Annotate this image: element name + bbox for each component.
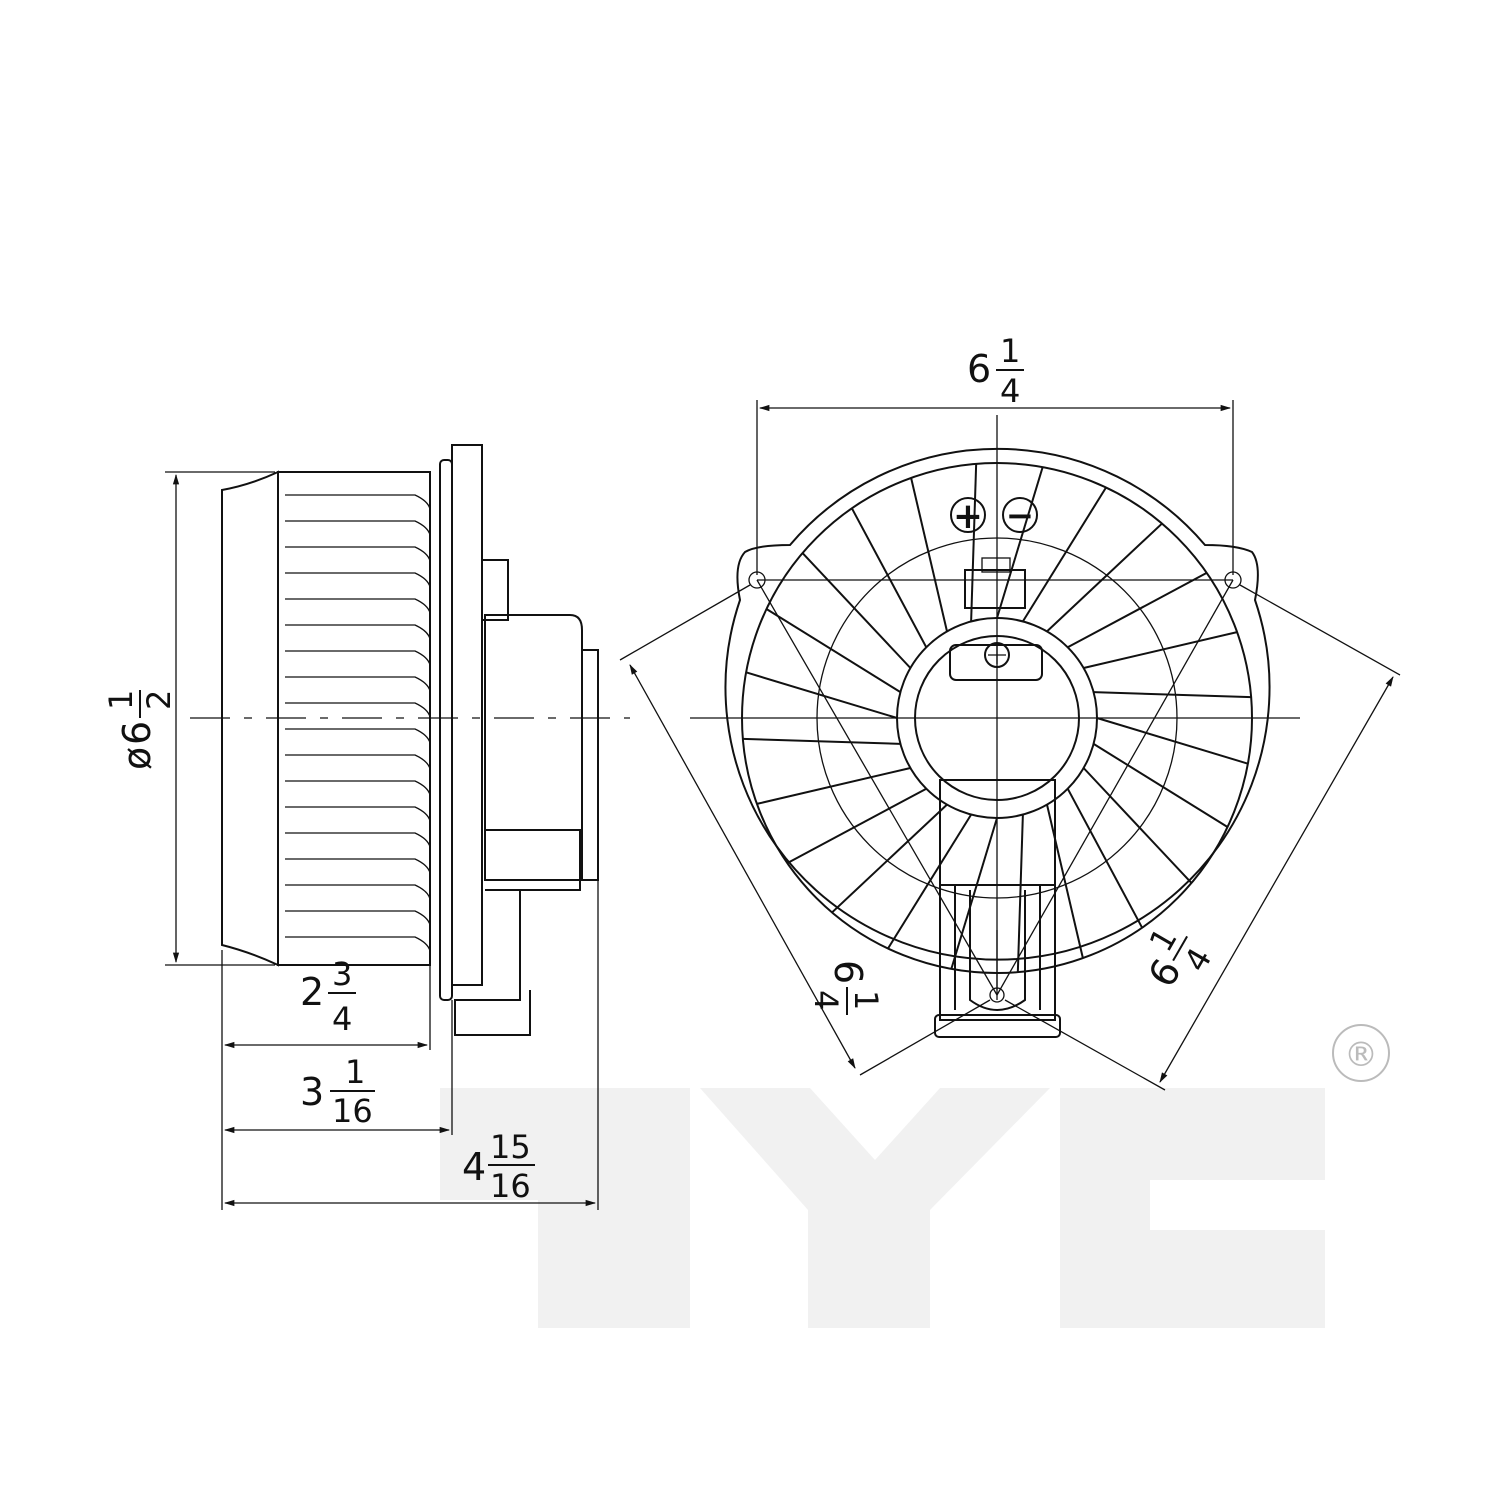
- svg-text:2: 2: [140, 690, 178, 710]
- label-diameter: ø 6 1 2: [102, 690, 178, 770]
- wheel-blade: [1066, 788, 1143, 929]
- label-diag-left: 6 1 4: [807, 960, 885, 1015]
- wheel-blade: [1093, 691, 1252, 699]
- svg-text:16: 16: [490, 1167, 531, 1205]
- label-width: 6 1 4: [967, 332, 1024, 410]
- svg-text:4: 4: [332, 1000, 352, 1038]
- wheel-blade: [851, 507, 928, 648]
- mount-plate-edge: [439, 459, 453, 1001]
- diag-right-dimension-line: [1159, 676, 1394, 1083]
- wheel-blade: [1016, 814, 1024, 973]
- label-diag-right: 6 1 4: [1140, 921, 1220, 994]
- fan-ribs: [285, 494, 431, 952]
- wheel-blade: [970, 463, 978, 622]
- svg-text:4: 4: [462, 1145, 486, 1189]
- wheel-blade: [1093, 743, 1229, 828]
- wheel-blade: [786, 787, 927, 864]
- diag-left-dimension-line: [629, 664, 856, 1069]
- svg-text:1: 1: [102, 690, 140, 710]
- svg-text:6: 6: [826, 960, 870, 984]
- fan-rib: [285, 546, 431, 562]
- svg-text:ø: ø: [115, 747, 159, 770]
- svg-text:1: 1: [847, 990, 885, 1010]
- fan-rib: [285, 520, 431, 536]
- fan-rib: [285, 702, 431, 718]
- wheel-blade: [765, 608, 901, 693]
- fan-rib: [285, 572, 431, 588]
- fan-rib: [285, 624, 431, 640]
- svg-text:+: +: [953, 496, 983, 537]
- wheel-blade: [801, 552, 912, 669]
- fan-rib: [285, 780, 431, 796]
- terminal-connector: [964, 569, 1026, 609]
- svg-text:®: ®: [1344, 1035, 1378, 1075]
- svg-text:2: 2: [300, 970, 324, 1014]
- side-view: [165, 444, 630, 1210]
- wheel-blade: [1083, 631, 1238, 669]
- hub-bracket: [949, 644, 1043, 681]
- label-depth-total: 4 15 16: [462, 1128, 535, 1205]
- wheel-blade: [756, 767, 911, 805]
- motor-lower: [485, 829, 581, 891]
- fan-rib: [285, 754, 431, 770]
- fan-rib: [285, 884, 431, 900]
- svg-text:6: 6: [967, 347, 991, 391]
- wheel-blade: [910, 477, 948, 632]
- side-connector: [481, 559, 509, 621]
- plus-terminal-icon: [950, 497, 986, 533]
- front-view: + −: [619, 400, 1401, 1091]
- motor-housing: [484, 614, 583, 881]
- fan-rib: [285, 598, 431, 614]
- svg-text:4: 4: [807, 990, 845, 1010]
- fan-rib: [285, 910, 431, 926]
- mount-plate: [451, 444, 483, 986]
- wheel-blade: [1022, 486, 1107, 622]
- svg-text:16: 16: [332, 1092, 373, 1130]
- svg-text:15: 15: [490, 1128, 531, 1166]
- svg-text:4: 4: [1000, 372, 1020, 410]
- registered-mark: ®: [1332, 1024, 1390, 1082]
- wheel-blade: [1046, 522, 1163, 633]
- wheel-blade: [742, 737, 901, 745]
- fan-rib: [285, 676, 431, 692]
- wheel-blade: [887, 814, 972, 950]
- fan-rib: [285, 858, 431, 874]
- svg-text:1: 1: [1000, 332, 1020, 370]
- connector-plug: [939, 885, 1056, 1021]
- fan-rib: [285, 936, 431, 952]
- fan-rib: [285, 494, 431, 510]
- wheel-blade: [996, 466, 1044, 619]
- svg-text:6: 6: [115, 721, 159, 745]
- wheel-blade: [1067, 572, 1208, 649]
- svg-text:3: 3: [300, 1070, 324, 1114]
- wheel-blade: [950, 817, 998, 970]
- wheel-blade: [1046, 804, 1084, 959]
- label-depth-fan: 2 3 4: [300, 955, 356, 1038]
- minus-terminal-icon: [1002, 497, 1038, 533]
- svg-text:−: −: [1006, 496, 1035, 536]
- fan-rib: [285, 728, 431, 744]
- fan-rib: [285, 650, 431, 666]
- fan-rib: [285, 806, 431, 822]
- svg-text:3: 3: [332, 955, 352, 993]
- motor-endcap: [582, 649, 599, 881]
- svg-text:1: 1: [345, 1053, 365, 1091]
- fan-rib: [285, 832, 431, 848]
- label-depth-plate: 3 1 16: [300, 1053, 375, 1130]
- connector-housing: [454, 890, 531, 1036]
- tyc-watermark-logo: [440, 1088, 1325, 1328]
